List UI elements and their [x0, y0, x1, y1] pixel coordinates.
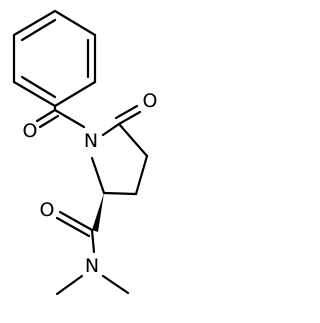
- benzene-bond-4: [53, 80, 97, 108]
- lactam-carbonyl-double-bond-a: [117, 110, 142, 126]
- amide-oxygen-label: O: [40, 199, 55, 221]
- ch2-to-stereocenter: [102, 191, 138, 196]
- chemical-structure: O N O O N: [12, 9, 158, 296]
- stereocenter-to-nitrogen: [90, 156, 106, 195]
- amide-nitrogen-label: N: [85, 255, 99, 277]
- nitrogen-to-lactam-carbon: [101, 122, 121, 137]
- lactam-oxygen-label: O: [143, 90, 158, 112]
- benzene-bond-2: [53, 9, 97, 37]
- stereo-wedge-bond: [92, 193, 104, 232]
- benzoyl-oxygen-label: O: [23, 120, 38, 142]
- amide-nitrogen-methyl-right: [101, 274, 130, 295]
- benzene-inner-bond-1: [20, 18, 57, 42]
- benzoyl-carbonyl-double-bond-b: [38, 114, 60, 129]
- benzoyl-carbon-to-nitrogen: [53, 108, 86, 129]
- benzoyl-carbonyl-double-bond-a: [35, 108, 57, 123]
- benzene-bond-5: [12, 80, 57, 108]
- benzene-bond-1: [12, 9, 57, 37]
- dimethylcarboxamide-group: O N: [40, 193, 130, 296]
- amide-carbonyl-double-bond-b: [55, 216, 91, 238]
- lactam-carbon-to-ch2: [117, 122, 149, 158]
- lactam-carbonyl-double-bond-b: [114, 104, 139, 120]
- amide-nitrogen-methyl-left: [55, 274, 84, 296]
- benzoyl-group: O: [23, 104, 86, 142]
- amide-carbonyl-double-bond-a: [58, 210, 94, 232]
- benzene-ring: [12, 9, 97, 108]
- ch2-to-ch2: [134, 154, 149, 196]
- pyrrolidinone-ring: N O: [84, 90, 158, 196]
- carbonyl-to-amide-nitrogen: [90, 228, 96, 254]
- ring-nitrogen-label: N: [84, 130, 98, 152]
- benzene-inner-bond-3: [20, 75, 57, 99]
